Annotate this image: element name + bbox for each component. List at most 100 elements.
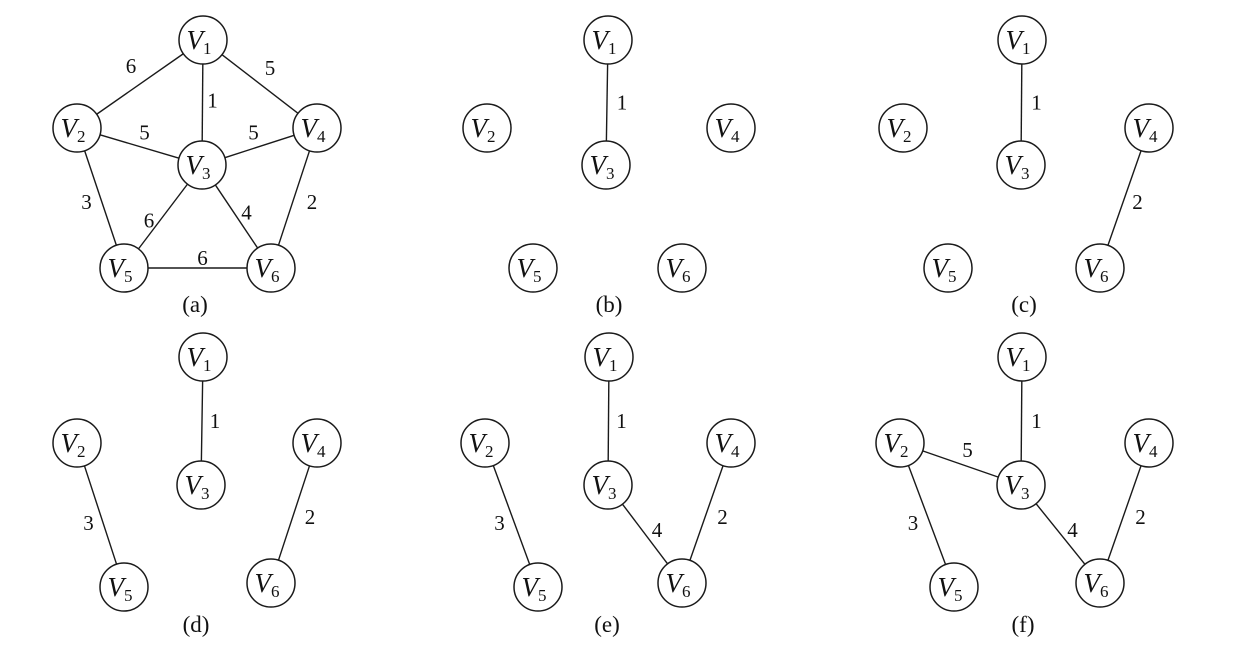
node-letter: V	[1005, 150, 1025, 180]
node-subscript: 5	[954, 586, 963, 605]
node-circle	[996, 460, 1046, 510]
node-v6: V6	[1075, 243, 1125, 293]
node-label: V3	[186, 150, 211, 183]
node-letter: V	[1006, 342, 1026, 372]
node-circle	[178, 15, 228, 65]
node-letter: V	[61, 113, 81, 143]
node-letter: V	[185, 470, 205, 500]
node-letter: V	[592, 25, 612, 55]
edge-v3-v6	[1035, 503, 1086, 565]
edge-v3-v6	[214, 184, 259, 249]
node-label: V1	[592, 25, 617, 58]
node-v6: V6	[657, 243, 707, 293]
node-v5: V5	[513, 562, 563, 612]
edge-v1-v2	[96, 53, 184, 115]
node-letter: V	[593, 342, 613, 372]
edge-weight-label: 6	[126, 54, 137, 78]
node-v3: V3	[176, 460, 226, 510]
node-label: V6	[255, 253, 280, 286]
node-subscript: 5	[538, 586, 547, 605]
node-circle	[878, 103, 928, 153]
node-circle	[1124, 103, 1174, 153]
edge-weight-label: 3	[83, 511, 94, 535]
edge-weight-label: 1	[210, 409, 221, 433]
node-label: V5	[938, 572, 963, 605]
panel-caption: (c)	[1011, 292, 1037, 317]
node-subscript: 3	[1021, 164, 1030, 183]
edge-weight-label: 6	[197, 246, 208, 270]
node-subscript: 4	[731, 442, 740, 461]
panel-caption: (a)	[182, 292, 208, 317]
node-label: V1	[1006, 342, 1031, 375]
node-label: V4	[301, 113, 327, 146]
edge-v2-v5	[83, 150, 118, 246]
node-v1: V1	[997, 15, 1047, 65]
edge-v2-v5	[907, 465, 947, 565]
node-label: V6	[1084, 253, 1109, 286]
node-subscript: 4	[731, 127, 740, 146]
node-circle	[99, 562, 149, 612]
node-subscript: 6	[682, 582, 691, 601]
node-label: V5	[932, 253, 957, 286]
edge-v4-v6	[277, 465, 311, 561]
node-subscript: 6	[682, 267, 691, 286]
node-label: V4	[1133, 113, 1159, 146]
node-v1: V1	[178, 15, 228, 65]
node-v4: V4	[706, 103, 756, 153]
node-v2: V2	[878, 103, 928, 153]
node-subscript: 1	[1022, 356, 1031, 375]
edge-weight-label: 4	[652, 518, 663, 542]
edge-weight-label: 1	[617, 91, 628, 115]
node-subscript: 1	[203, 39, 212, 58]
node-v4: V4	[292, 103, 342, 153]
node-v3: V3	[583, 460, 633, 510]
edge-v2-v3	[922, 450, 999, 478]
node-letter: V	[1005, 470, 1025, 500]
node-circle	[1075, 243, 1125, 293]
node-subscript: 1	[1022, 39, 1031, 58]
node-subscript: 6	[271, 582, 280, 601]
node-subscript: 4	[317, 127, 326, 146]
node-circle	[513, 562, 563, 612]
node-circle	[581, 140, 631, 190]
node-letter: V	[517, 253, 537, 283]
edge-v1-v3	[200, 380, 204, 462]
node-v3: V3	[996, 460, 1046, 510]
node-circle	[584, 332, 634, 382]
node-v6: V6	[246, 558, 296, 608]
node-circle	[462, 103, 512, 153]
node-circle	[657, 558, 707, 608]
node-circle	[177, 140, 227, 190]
node-letter: V	[932, 253, 952, 283]
node-label: V6	[1084, 568, 1109, 601]
node-v4: V4	[292, 418, 342, 468]
edge-v4-v6	[1107, 150, 1142, 246]
node-circle	[1075, 558, 1125, 608]
node-subscript: 3	[606, 164, 615, 183]
node-subscript: 2	[485, 442, 494, 461]
node-letter: V	[108, 572, 128, 602]
edge-weight-label: 1	[207, 89, 218, 113]
edge-weight-label: 5	[248, 121, 259, 145]
node-circle	[246, 243, 296, 293]
node-circle	[875, 418, 925, 468]
node-circle	[996, 140, 1046, 190]
node-letter: V	[187, 342, 207, 372]
node-letter: V	[301, 428, 321, 458]
edge-weight-label: 2	[307, 190, 318, 214]
node-circle	[52, 418, 102, 468]
node-v6: V6	[246, 243, 296, 293]
node-v1: V1	[583, 15, 633, 65]
edge-weight-label: 2	[305, 505, 316, 529]
edge-weight-label: 1	[1031, 409, 1042, 433]
edge-v4-v6	[277, 150, 311, 246]
node-letter: V	[469, 428, 489, 458]
node-subscript: 5	[124, 267, 133, 286]
node-v5: V5	[99, 243, 149, 293]
node-v1: V1	[584, 332, 634, 382]
node-v4: V4	[1124, 418, 1174, 468]
panel-caption: (f)	[1012, 612, 1035, 637]
